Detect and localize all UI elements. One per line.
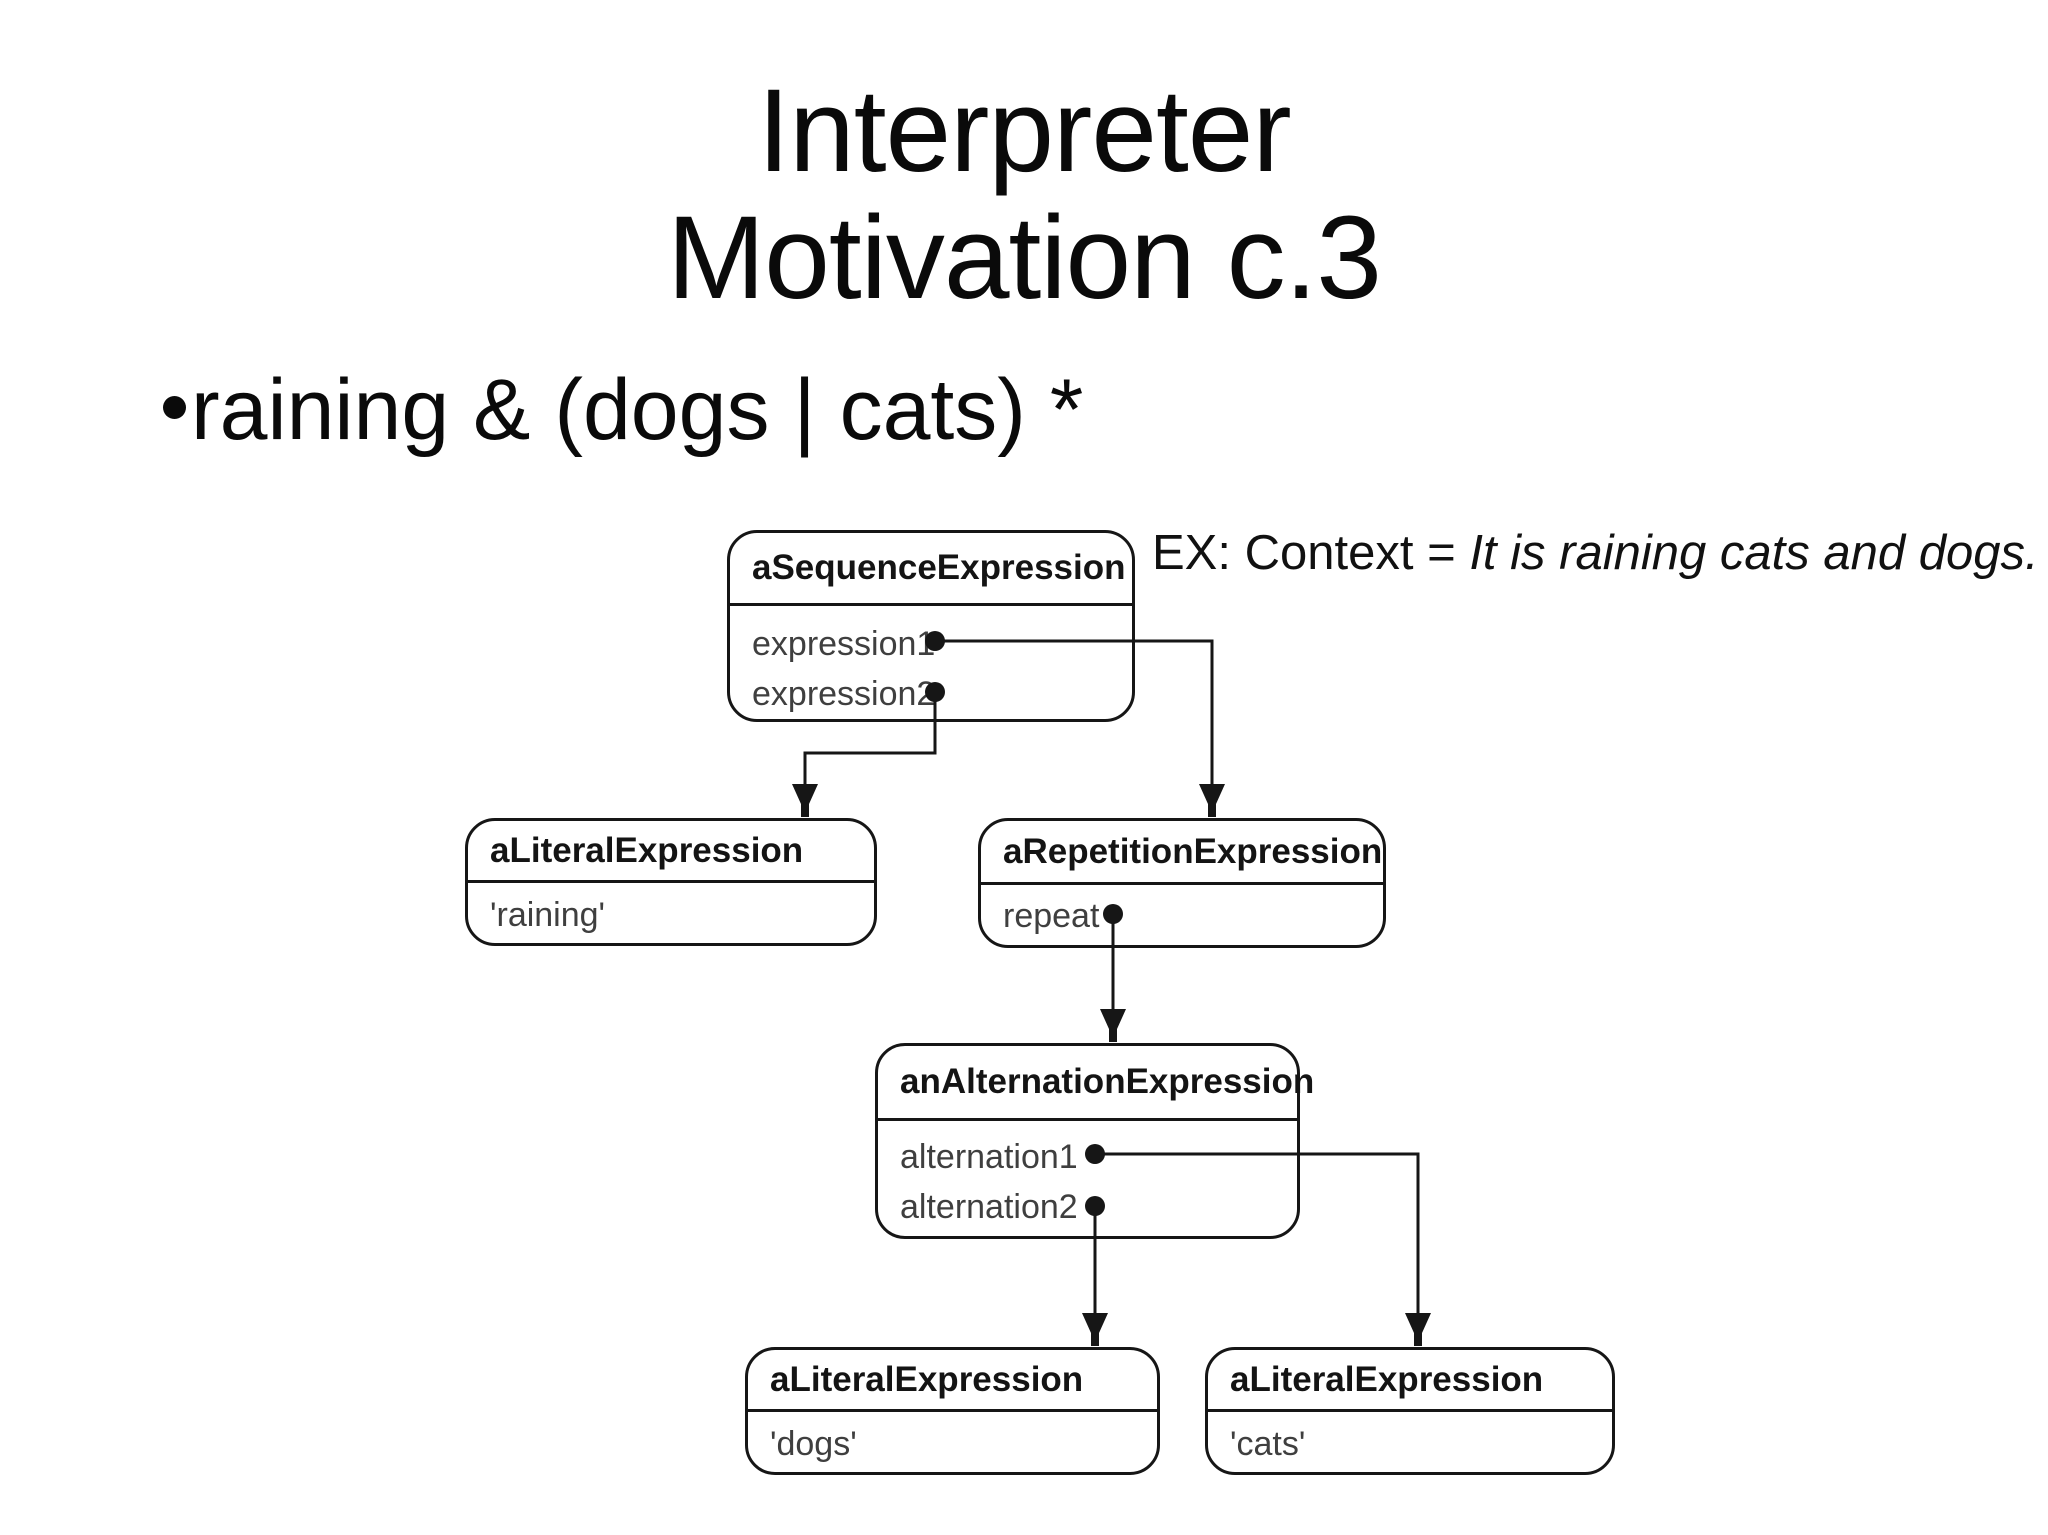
node-a-repetition-expression: aRepetitionExpression repeat xyxy=(978,818,1386,948)
node-field-expression2: expression2 xyxy=(752,675,936,713)
node-field-dogs: 'dogs' xyxy=(770,1425,857,1463)
bullet-text: raining & (dogs | cats) * xyxy=(191,362,1084,458)
context-note-prefix: EX: Context = xyxy=(1152,526,1470,580)
node-field-alternation2: alternation2 xyxy=(900,1188,1078,1226)
slide-title-line1: Interpreter xyxy=(757,65,1291,197)
node-title: aRepetitionExpression xyxy=(981,821,1383,885)
node-field-repeat: repeat xyxy=(1003,897,1100,935)
node-a-sequence-expression: aSequenceExpression expression1 expressi… xyxy=(727,530,1135,722)
arrowhead-icon xyxy=(792,784,818,817)
node-field-cats: 'cats' xyxy=(1230,1425,1306,1463)
node-field-expression1: expression1 xyxy=(752,625,936,663)
node-title: anAlternationExpression xyxy=(878,1046,1314,1121)
arrowhead-icon xyxy=(1100,1009,1126,1042)
slide-title: Interpreter Motivation c.3 xyxy=(0,68,2048,322)
context-note-example: It is raining cats and dogs. xyxy=(1469,526,2039,580)
node-title: aLiteralExpression xyxy=(1208,1350,1612,1412)
node-a-literal-expression-cats: aLiteralExpression 'cats' xyxy=(1205,1347,1615,1475)
arrowhead-icon xyxy=(1082,1313,1108,1346)
node-title: aLiteralExpression xyxy=(748,1350,1157,1412)
node-field-raining: 'raining' xyxy=(490,896,606,934)
node-title: aSequenceExpression xyxy=(730,533,1132,606)
node-title: aLiteralExpression xyxy=(468,821,874,883)
arrowhead-icon xyxy=(1405,1313,1431,1346)
node-a-literal-expression-raining: aLiteralExpression 'raining' xyxy=(465,818,877,946)
slide-title-line2: Motivation c.3 xyxy=(667,192,1382,324)
arrowhead-icon xyxy=(1199,784,1225,817)
bullet-icon xyxy=(163,396,186,419)
node-a-literal-expression-dogs: aLiteralExpression 'dogs' xyxy=(745,1347,1160,1475)
node-field-alternation1: alternation1 xyxy=(900,1138,1078,1176)
context-note: EX: Context = It is raining cats and dog… xyxy=(1152,524,2039,583)
node-an-alternation-expression: anAlternationExpression alternation1 alt… xyxy=(875,1043,1314,1239)
